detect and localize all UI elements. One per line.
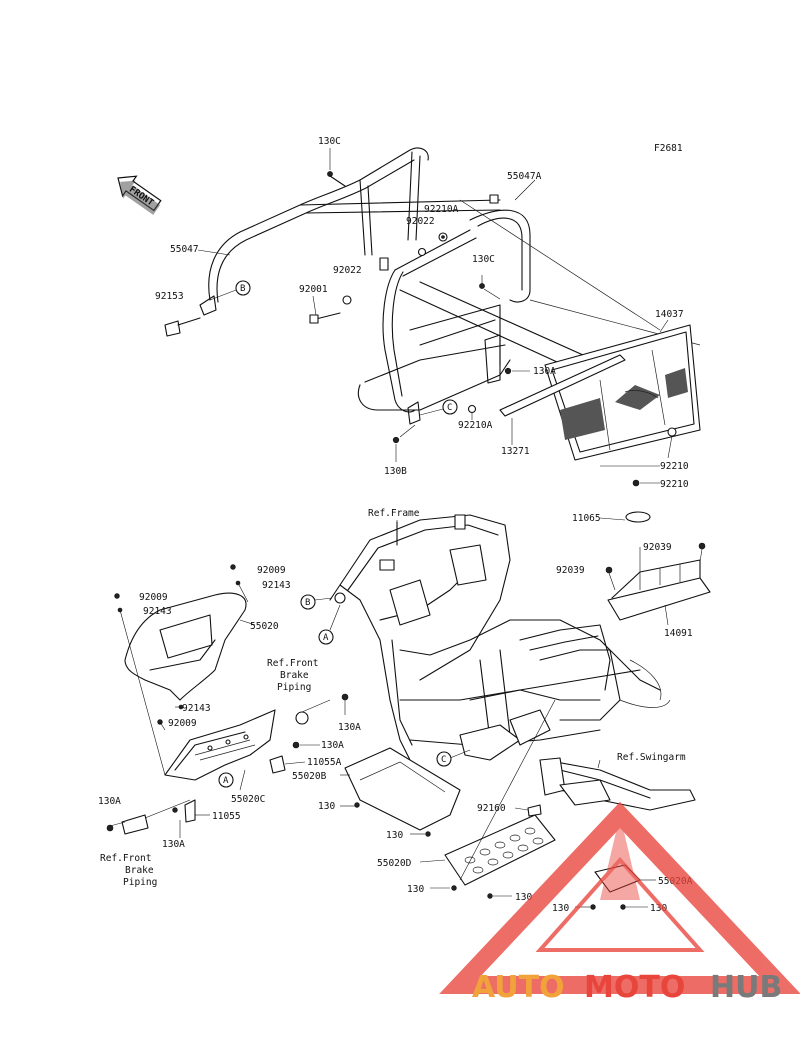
callout-b2: B xyxy=(305,598,310,608)
watermark-hub: HUB xyxy=(710,970,782,1005)
top-labels: 130C 55047A 92210A 92022 55047 130C 9202… xyxy=(155,136,689,490)
label-55020c: 55020C xyxy=(231,794,265,805)
ref-brake-bottom-1: Ref.Front xyxy=(100,853,151,864)
label-14037: 14037 xyxy=(655,309,684,320)
label-130a-top: 130A xyxy=(533,366,556,377)
front-arrow-icon: FRONT xyxy=(117,175,162,215)
ref-brake-bottom-2: Brake xyxy=(125,865,154,876)
label-92009-a: 92009 xyxy=(257,565,286,576)
label-92143-c: 92143 xyxy=(182,703,211,714)
label-92022-b: 92022 xyxy=(333,265,362,276)
front-guard-55020 xyxy=(124,592,247,701)
callout-a2: A xyxy=(223,776,229,786)
figure-code: F2681 xyxy=(654,143,683,154)
storage-tray-14091 xyxy=(605,511,711,621)
label-92210a-mid: 92210A xyxy=(458,420,493,431)
label-92160: 92160 xyxy=(477,803,506,814)
callout-b1: B xyxy=(240,284,245,294)
label-130a-left: 130A xyxy=(98,796,121,807)
label-130-f: 130 xyxy=(650,903,667,914)
watermark-moto: MOTO xyxy=(584,970,685,1005)
front-bracket-55020c xyxy=(164,709,276,781)
rear-panel-14037 xyxy=(499,324,701,487)
callout-c1: C xyxy=(447,403,452,413)
label-11055: 11055 xyxy=(212,811,241,822)
label-55047a: 55047A xyxy=(507,171,542,182)
label-130c-b: 130C xyxy=(472,254,495,265)
label-92039-a: 92039 xyxy=(643,542,672,553)
label-11065: 11065 xyxy=(572,513,601,524)
label-130-d: 130 xyxy=(515,892,532,903)
label-92153: 92153 xyxy=(155,291,184,302)
callouts-top: B C xyxy=(209,280,458,416)
label-130-e: 130 xyxy=(552,903,569,914)
label-55020d: 55020D xyxy=(377,858,412,869)
ref-brake-top-1: Ref.Front xyxy=(267,658,318,669)
label-130a-mid: 130A xyxy=(338,722,361,733)
callout-a1: A xyxy=(323,633,329,643)
label-55020b: 55020B xyxy=(292,771,327,782)
label-92143-b: 92143 xyxy=(143,606,172,617)
leader-lines xyxy=(109,517,669,908)
skid-plate-55020d xyxy=(444,814,556,886)
top-fasteners xyxy=(164,148,530,462)
label-130a-bot: 130A xyxy=(162,839,185,850)
label-92210a-top: 92210A xyxy=(424,204,459,215)
label-92210-b: 92210 xyxy=(660,479,689,490)
ref-brake-top-2: Brake xyxy=(280,670,309,681)
callout-c2: C xyxy=(441,755,446,765)
skid-plate-55020b xyxy=(344,747,461,831)
label-130-b: 130 xyxy=(386,830,403,841)
label-130b: 130B xyxy=(384,466,407,477)
label-130-a: 130 xyxy=(318,801,335,812)
label-92009-b: 92009 xyxy=(139,592,168,603)
label-130a-b: 130A xyxy=(321,740,344,751)
label-92210-a: 92210 xyxy=(660,461,689,472)
ref-frame: Ref.Frame xyxy=(368,508,420,519)
watermark-logo xyxy=(439,801,800,994)
label-92009-c: 92009 xyxy=(168,718,197,729)
label-11055a: 11055A xyxy=(307,757,342,768)
label-55020: 55020 xyxy=(250,621,279,632)
label-55047: 55047 xyxy=(170,244,199,255)
label-13271: 13271 xyxy=(501,446,530,457)
swingarm-ref xyxy=(539,757,696,811)
ref-brake-bottom-3: Piping xyxy=(123,877,157,888)
label-92001: 92001 xyxy=(299,284,328,295)
callouts-bottom: B A A C xyxy=(218,594,452,788)
bottom-fasteners xyxy=(106,564,626,910)
label-130-c: 130 xyxy=(407,884,424,895)
main-frame xyxy=(329,514,671,761)
bottom-labels: Ref.Frame 11065 92039 92039 14091 92009 … xyxy=(98,508,693,914)
label-92039-b: 92039 xyxy=(556,565,585,576)
watermark-auto: AUTO xyxy=(472,970,565,1005)
label-92143-a: 92143 xyxy=(262,580,291,591)
label-14091: 14091 xyxy=(664,628,693,639)
label-130c-a: 130C xyxy=(318,136,341,147)
label-92022-a: 92022 xyxy=(406,216,435,227)
ref-brake-top-3: Piping xyxy=(277,682,311,693)
ref-swingarm: Ref.Swingarm xyxy=(617,752,686,763)
